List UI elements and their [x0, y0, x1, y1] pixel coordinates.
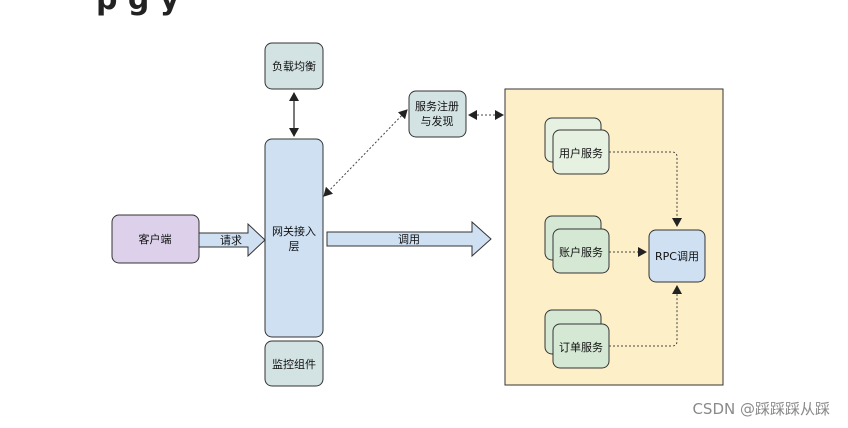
request-label: 请求 [220, 234, 242, 247]
load-balance-node: 负载均衡 [264, 42, 324, 90]
monitor-label: 监控组件 [272, 357, 316, 371]
registry-label-line1: 服务注册 [415, 99, 459, 113]
order-service-node: 订单服务 [544, 309, 610, 369]
page-heading-fragment: p g y [96, 0, 179, 17]
registry-node: 服务注册 与发现 [408, 90, 467, 138]
gateway-label-line1: 网关接入 [272, 224, 316, 238]
invoke-label: 调用 [398, 233, 420, 246]
account-service-node: 账户服务 [544, 215, 610, 274]
gateway-node: 网关接入 层 [264, 138, 324, 338]
registry-gateway-arrow [323, 109, 408, 197]
registry-label-line2: 与发现 [421, 114, 454, 128]
order-service-label: 订单服务 [559, 341, 603, 354]
request-arrow: 请求 [198, 222, 266, 258]
gateway-label-line2: 层 [289, 240, 300, 253]
monitor-node: 监控组件 [264, 340, 324, 387]
invoke-arrow: 调用 [326, 220, 492, 258]
client-node: 客户端 [111, 214, 200, 264]
account-service-label: 账户服务 [559, 245, 603, 259]
load-balance-label: 负载均衡 [272, 59, 316, 73]
user-service-node: 用户服务 [544, 117, 610, 175]
rpc-node: RPC调用 [648, 229, 706, 283]
rpc-label: RPC调用 [655, 250, 699, 263]
client-label: 客户端 [139, 232, 172, 246]
user-service-label: 用户服务 [559, 146, 603, 160]
watermark: CSDN @踩踩踩从踩 [692, 400, 830, 418]
